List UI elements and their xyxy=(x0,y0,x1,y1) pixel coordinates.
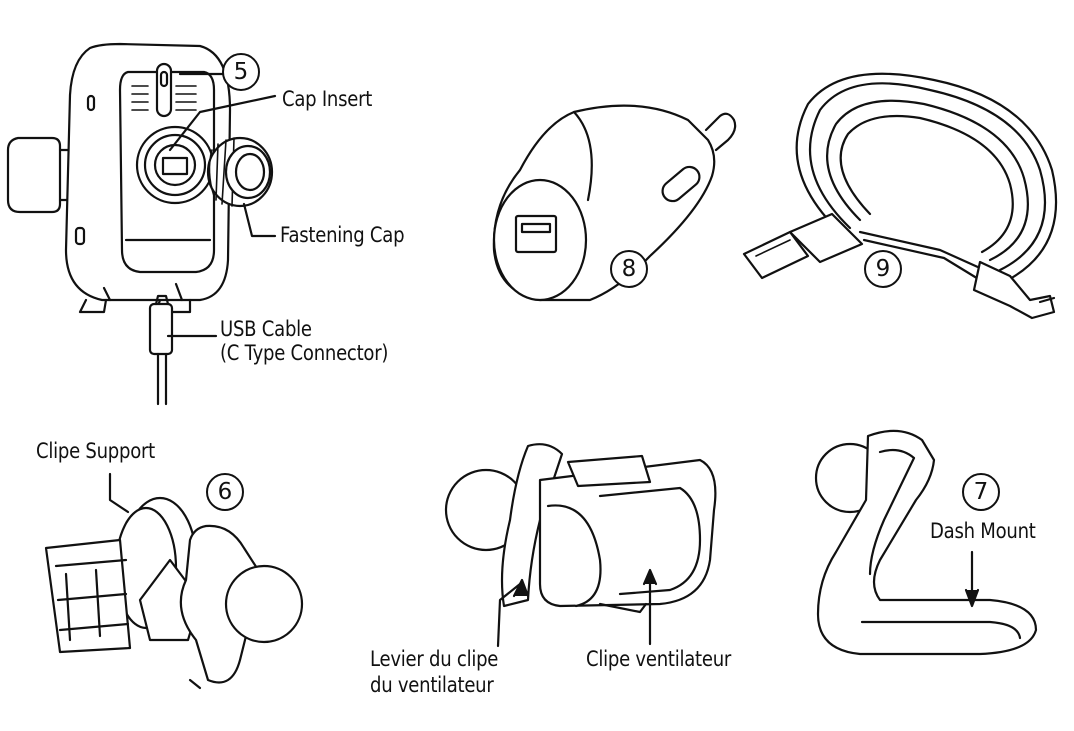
phone-holder-drawing xyxy=(6,42,277,406)
callout-number-5: 5 xyxy=(222,53,260,91)
usb-cable-drawing xyxy=(742,72,1058,320)
label-du-ventilateur: du ventilateur xyxy=(370,673,494,697)
label-clipe-support: Clipe Support xyxy=(36,439,156,463)
callout-number-8: 8 xyxy=(610,250,648,288)
vent-clip-drawing xyxy=(444,443,717,648)
dash-mount-drawing xyxy=(814,429,1038,656)
label-usb-cable: USB Cable xyxy=(220,317,312,341)
label-dash-mount: Dash Mount xyxy=(930,519,1036,543)
callout-number-6: 6 xyxy=(206,473,244,511)
callout-number-9: 9 xyxy=(864,250,902,288)
callout-number-7: 7 xyxy=(962,473,1000,511)
car-charger-drawing xyxy=(492,104,737,302)
label-fastening-cap: Fastening Cap xyxy=(280,223,405,247)
label-levier-du-clipe: Levier du clipe xyxy=(370,647,499,671)
label-cap-insert: Cap Insert xyxy=(282,87,373,111)
vent-clip-support-drawing xyxy=(44,472,304,690)
label-usb-cable-connector: (C Type Connector) xyxy=(220,341,389,365)
label-clipe-ventilateur: Clipe ventilateur xyxy=(586,647,732,671)
